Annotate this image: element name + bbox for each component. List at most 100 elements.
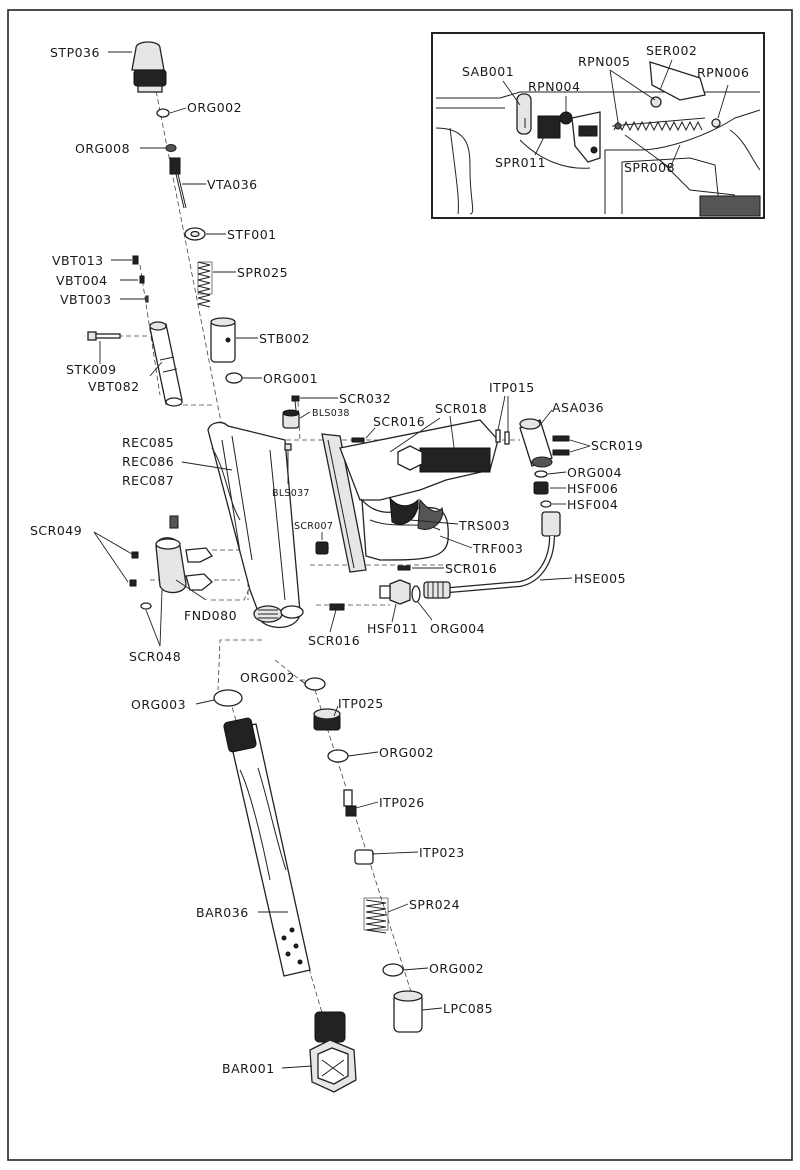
label-trf003: TRF003	[472, 541, 523, 556]
label-rpn004: RPN004	[528, 79, 580, 94]
label-stf001: STF001	[227, 227, 277, 242]
part-hsf004	[540, 500, 552, 508]
part-scr048	[140, 602, 152, 610]
part-asa036	[519, 418, 553, 468]
label-bls037: BLS037	[272, 488, 310, 499]
label-stk009: STK009	[66, 362, 117, 377]
part-org001	[225, 372, 243, 384]
label-rec085: REC085	[122, 435, 174, 450]
label-org002-a: ORG002	[187, 100, 242, 115]
part-vbt013	[132, 255, 139, 265]
part-bls037	[284, 443, 292, 451]
label-rpn006: RPN006	[697, 65, 749, 80]
label-spr008: SPR008	[624, 160, 675, 175]
label-itp025: ITP025	[338, 696, 384, 711]
part-org008	[165, 143, 177, 153]
part-scr016-b	[397, 565, 411, 571]
label-hsf004: HSF004	[567, 497, 618, 512]
part-itp025	[313, 708, 341, 731]
label-rpn005: RPN005	[578, 54, 630, 69]
part-lpc085	[393, 990, 423, 1033]
label-vbt013: VBT013	[52, 253, 104, 268]
label-org001: ORG001	[263, 371, 318, 386]
part-spr024	[363, 897, 389, 934]
part-trs003	[389, 496, 419, 525]
label-scr016-b: SCR016	[445, 561, 497, 576]
part-scr007	[315, 541, 329, 555]
inset-frame	[431, 32, 765, 219]
label-itp015: ITP015	[489, 380, 535, 395]
part-bls038	[282, 409, 300, 429]
part-itp015	[495, 429, 510, 445]
label-scr019: SCR019	[591, 438, 643, 453]
part-org004-a	[534, 470, 548, 478]
diagram-frame	[7, 9, 793, 1161]
label-itp023: ITP023	[419, 845, 465, 860]
label-vbt082: VBT082	[88, 379, 140, 394]
part-org003	[213, 689, 243, 707]
part-hsf006	[533, 481, 549, 495]
part-hse005	[423, 511, 561, 599]
part-vbt003	[145, 295, 149, 303]
inset-detail: SAB001 RPN005 SER002 RPN004 RPN006 SPR01…	[431, 32, 765, 219]
part-org002-a	[156, 108, 170, 118]
label-spr025: SPR025	[237, 265, 288, 280]
label-scr032: SCR032	[339, 391, 391, 406]
part-hsf011	[379, 579, 411, 605]
part-itp026	[343, 789, 357, 817]
label-hsf011: HSF011	[367, 621, 418, 636]
part-scr049-a	[131, 551, 139, 559]
label-spr011: SPR011	[495, 155, 546, 170]
parts	[87, 41, 570, 1093]
part-spr025	[197, 261, 213, 308]
label-itp026: ITP026	[379, 795, 425, 810]
label-scr016-a: SCR016	[373, 414, 425, 429]
part-scr049-b	[129, 579, 137, 587]
label-bar001: BAR001	[222, 1061, 275, 1076]
label-org004-b: ORG004	[430, 621, 485, 636]
part-vta036	[169, 157, 181, 175]
label-scr016-c: SCR016	[308, 633, 360, 648]
leader-lines	[93, 51, 591, 1069]
label-trs003: TRS003	[458, 518, 510, 533]
label-lpc085: LPC085	[443, 1001, 493, 1016]
label-scr048: SCR048	[129, 649, 181, 664]
label-org003: ORG003	[131, 697, 186, 712]
part-org002-d	[382, 963, 404, 977]
part-fnd080	[155, 515, 213, 594]
part-scr016-a	[351, 437, 365, 443]
part-bar001	[309, 1011, 357, 1093]
label-org008: ORG008	[75, 141, 130, 156]
label-bls038: BLS038	[312, 408, 350, 419]
part-scr019-a	[552, 435, 570, 442]
label-spr024: SPR024	[409, 897, 460, 912]
part-scr032	[291, 395, 300, 411]
part-frame-rail	[321, 433, 367, 573]
part-vbt082	[149, 321, 183, 407]
label-asa036: ASA036	[552, 400, 604, 415]
label-hse005: HSE005	[574, 571, 626, 586]
label-stp036: STP036	[50, 45, 100, 60]
part-scr019-b	[552, 449, 570, 456]
part-vbt004	[139, 275, 145, 284]
label-org004-a: ORG004	[567, 465, 622, 480]
part-scr016-c	[329, 603, 345, 611]
label-org002-b: ORG002	[240, 670, 295, 685]
label-vta036: VTA036	[207, 177, 258, 192]
label-hsf006: HSF006	[567, 481, 618, 496]
label-org002-d: ORG002	[429, 961, 484, 976]
part-stk009	[87, 331, 121, 341]
label-sab001: SAB001	[462, 64, 514, 79]
label-vbt004: VBT004	[56, 273, 108, 288]
label-vbt003: VBT003	[60, 292, 112, 307]
label-rec087: REC087	[122, 473, 174, 488]
label-ser002: SER002	[646, 43, 697, 58]
label-bar036: BAR036	[196, 905, 249, 920]
part-bar036	[223, 717, 311, 977]
part-labels: STP036 ORG002 ORG008 VTA036 STF001 SPR02…	[30, 45, 643, 1076]
label-scr049: SCR049	[30, 523, 82, 538]
part-org002-b	[304, 677, 326, 691]
label-scr018: SCR018	[435, 401, 487, 416]
label-stb002: STB002	[259, 331, 310, 346]
